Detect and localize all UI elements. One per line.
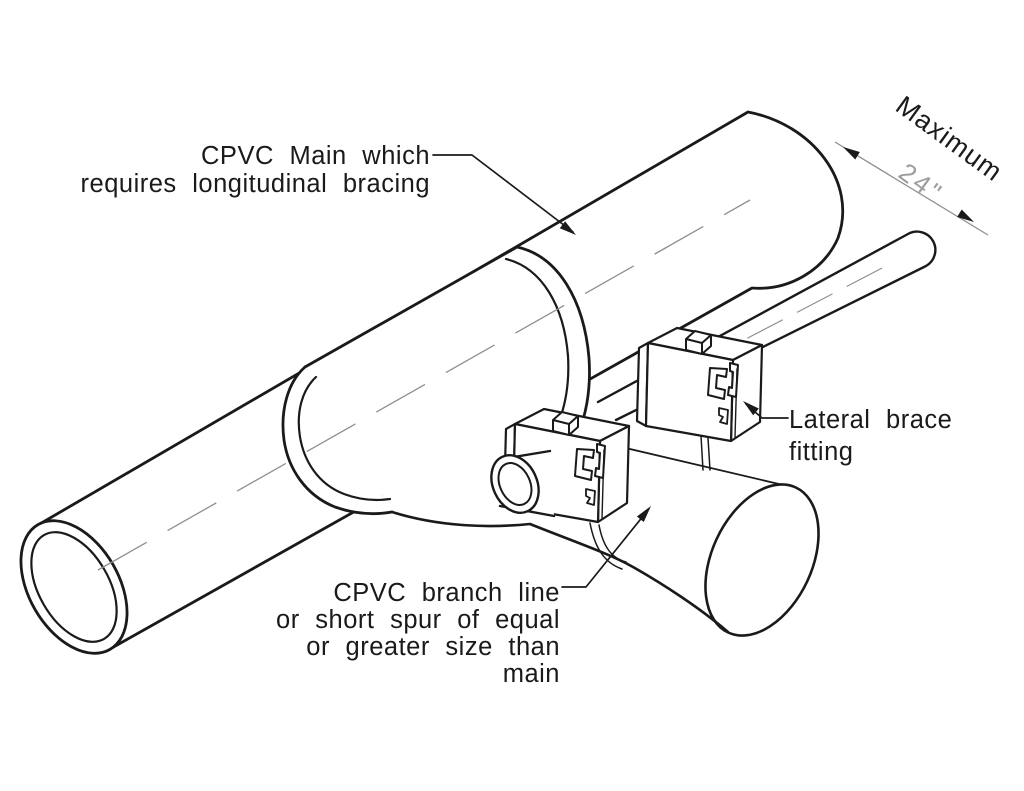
label-branch-line4: main bbox=[503, 660, 560, 688]
label-main-pipe-line1: CPVC Main which bbox=[201, 142, 430, 170]
clamp1-slot-line bbox=[601, 449, 605, 519]
clamp2-strap-tail bbox=[700, 435, 711, 471]
label-branch-line3: or greater size than bbox=[306, 633, 560, 661]
dimension-annotation: Maximum 24" bbox=[834, 90, 1008, 236]
clamp2-bolt-knob bbox=[685, 330, 712, 355]
tee-branch-bottom-outline bbox=[390, 510, 730, 634]
rod-centerline bbox=[647, 266, 885, 391]
leader-branch-arrow-icon bbox=[636, 506, 651, 522]
branch-top-edge bbox=[599, 441, 797, 489]
main-pipe-end-inner bbox=[30, 531, 118, 643]
label-branch-line1: CPVC branch line bbox=[333, 579, 560, 607]
leader-main-arrow-icon bbox=[559, 221, 576, 235]
dimension-line bbox=[834, 141, 989, 236]
tee-left-rim-outer bbox=[281, 365, 394, 515]
dimension-arrow-start-icon bbox=[843, 147, 860, 160]
rod-outline bbox=[596, 230, 937, 422]
dimension-arrow-end-icon bbox=[957, 209, 974, 222]
main-pipe-centerline bbox=[97, 199, 751, 571]
dimension-value: 24" bbox=[893, 157, 949, 209]
label-lateral-fitting-line2: fitting bbox=[789, 438, 853, 466]
label-lateral-fitting-line1: Lateral brace bbox=[789, 406, 952, 434]
label-branch-line2: or short spur of equal bbox=[276, 606, 560, 634]
leader-branch bbox=[561, 509, 649, 588]
clamp2-clip-outer bbox=[707, 367, 728, 400]
clamp2-lower-notch bbox=[718, 407, 729, 425]
lateral-brace-fitting-2 bbox=[635, 326, 764, 443]
leader-main-pipe bbox=[432, 154, 574, 233]
label-main-pipe-line2: requires longitudinal bracing bbox=[81, 170, 430, 198]
stub-pipe bbox=[490, 449, 556, 518]
cpvc-branch-line bbox=[390, 437, 820, 637]
clamp2-slot-line bbox=[734, 368, 738, 438]
tee-top-edge bbox=[303, 245, 519, 369]
leader-lateral-arrow-icon bbox=[743, 401, 759, 416]
clamp1-strap bbox=[589, 522, 627, 570]
clamp1-lower-notch bbox=[585, 488, 596, 506]
tee-left-rim-inner bbox=[297, 375, 392, 502]
labels: CPVC Main which requires longitudinal br… bbox=[81, 142, 952, 688]
clamp1-clip-outer bbox=[574, 448, 595, 481]
clamp1-bolt-knob bbox=[552, 411, 579, 436]
leader-lines bbox=[432, 154, 789, 588]
stub-end-inner bbox=[497, 462, 533, 506]
